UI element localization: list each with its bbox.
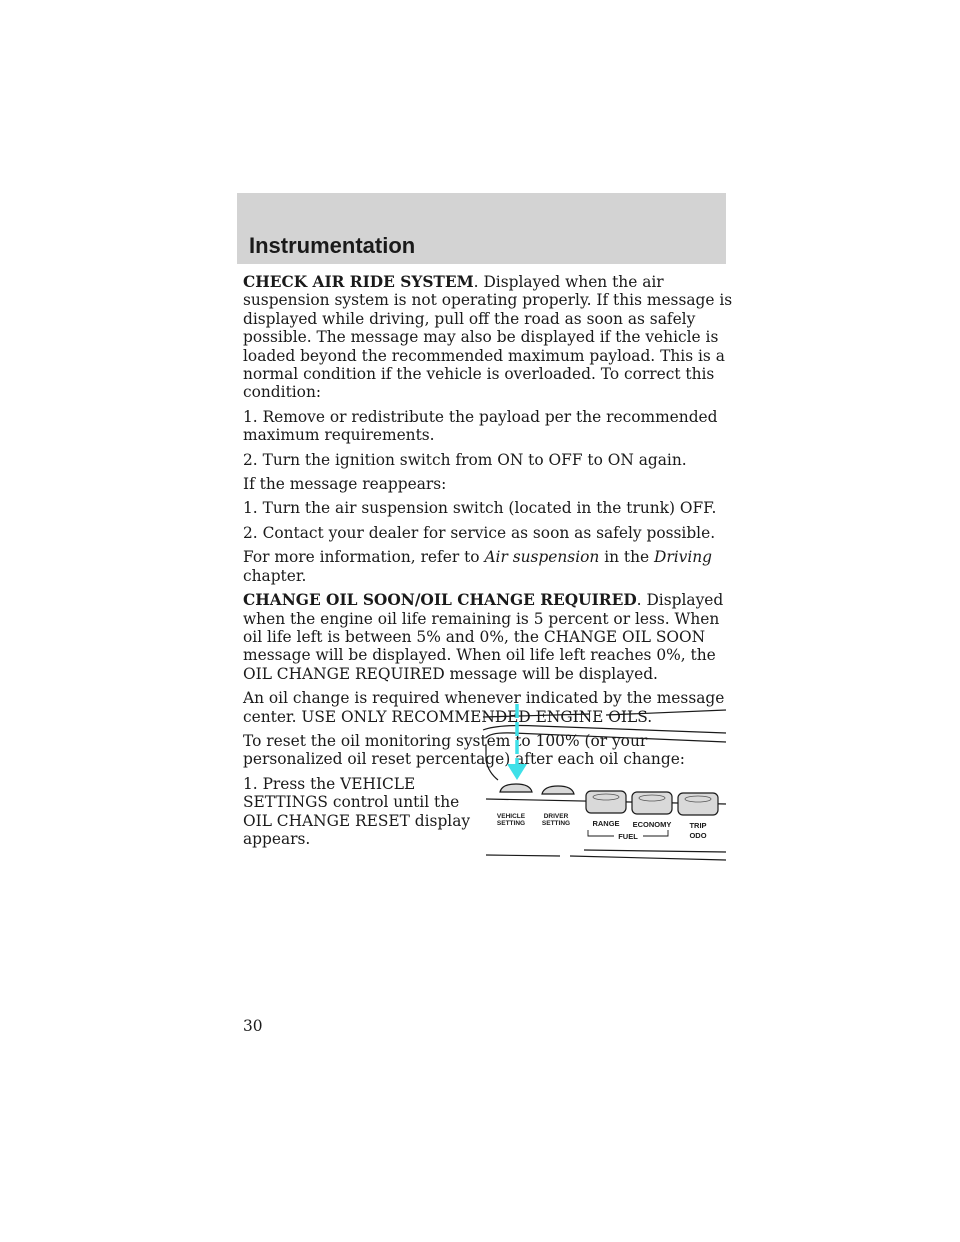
oil-text: . Displayed when the engine oil life rem… [243,591,724,683]
press-arrow-icon [507,704,527,780]
ref-chapter: Driving [654,548,713,567]
overhead-console-figure: VEHICLE SETTING DRIVER SETTING RANGE ECO… [482,704,727,861]
oil-paragraph: CHANGE OIL SOON/OIL CHANGE REQUIRED. Dis… [243,591,733,683]
air-ride-step-1: 1. Remove or redistribute the payload pe… [243,407,718,445]
label-driver-1: DRIVER [544,813,569,820]
oil-term: CHANGE OIL SOON/OIL CHANGE REQUIRED [243,591,637,610]
air-ride-term: CHECK AIR RIDE SYSTEM [243,273,474,291]
ref-topic: Air suspension [484,548,600,567]
label-economy: ECONOMY [633,820,672,829]
air-ride-text: . Displayed when the air suspension syst… [243,273,733,402]
label-vehicle-1: VEHICLE [497,813,526,820]
trip-odo-button [677,792,719,816]
ref-suffix: chapter. [243,566,307,585]
label-range: RANGE [592,819,619,828]
label-vehicle-2: SETTING [497,820,525,827]
oil-reset-step-1: 1. Press the VEHICLE SETTINGS control un… [243,774,471,848]
air-ride-step-2: 2. Turn the ignition switch from ON to O… [243,450,687,469]
label-driver-2: SETTING [542,820,570,827]
oil-required: An oil change is required whenever indic… [243,689,725,726]
air-ride-reference: For more information, refer to Air suspe… [243,548,733,585]
vehicle-setting-button [499,783,533,793]
air-ride-step-3: 1. Turn the air suspension switch (locat… [243,499,717,518]
label-trip: TRIP [689,821,706,830]
chapter-header: Instrumentation [237,193,726,264]
economy-button [631,791,673,815]
chapter-title: Instrumentation [249,233,416,258]
driver-setting-button [541,785,575,795]
air-ride-reappears: If the message reappears: [243,475,447,494]
label-odo: ODO [689,831,706,840]
label-fuel: FUEL [618,832,638,841]
ref-mid: in the [599,548,655,567]
air-ride-paragraph: CHECK AIR RIDE SYSTEM. Displayed when th… [243,273,733,402]
ref-prefix: For more information, refer to [243,548,485,567]
page-number: 30 [243,1017,263,1035]
air-ride-step-4: 2. Contact your dealer for service as so… [243,523,716,542]
page-body: CHECK AIR RIDE SYSTEM. Displayed when th… [243,273,733,854]
oil-reset-intro: To reset the oil monitoring system to 10… [243,731,685,769]
range-button [585,790,627,814]
